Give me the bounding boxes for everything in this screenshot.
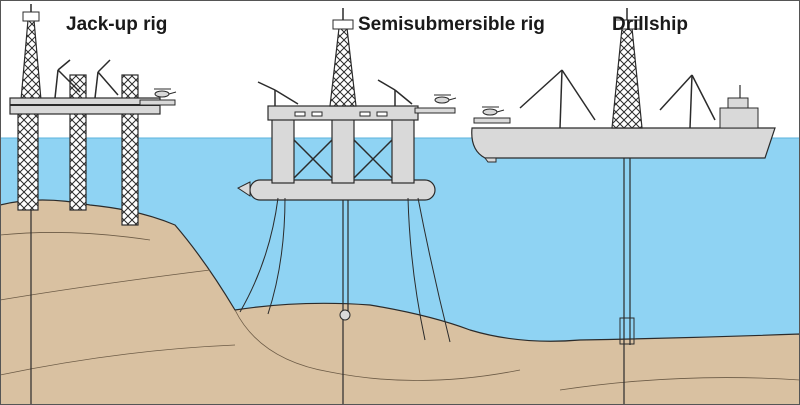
jackup-leg-left	[17, 109, 39, 211]
jackup-rig: Jack-up rig	[9, 4, 177, 405]
seabed	[0, 199, 800, 405]
semi-helideck	[414, 107, 456, 114]
helicopter-icon	[482, 106, 505, 116]
drillship-bridge	[719, 107, 759, 129]
jackup-leg-middle	[69, 74, 87, 211]
crane-icon	[519, 69, 716, 129]
semi-column-left	[271, 117, 295, 184]
derrick-icon	[329, 8, 357, 107]
helicopter-icon	[434, 94, 457, 104]
seabed-strata	[0, 232, 800, 391]
drillship-helideck	[473, 117, 511, 124]
jackup-label: Jack-up rig	[66, 14, 167, 35]
helicopter-icon	[154, 88, 177, 98]
crane-icon	[257, 79, 413, 106]
drillship-label: Drillship	[612, 14, 688, 35]
semi-deck	[267, 105, 419, 121]
drillship: Drillship	[471, 8, 776, 405]
semi-column-middle	[331, 117, 355, 184]
drillship-hull	[471, 127, 776, 159]
jackup-helideck	[139, 99, 176, 106]
crane-icon	[54, 59, 119, 99]
semi-label: Semisubmersible rig	[358, 14, 545, 35]
semi-mooring-lines	[239, 197, 451, 343]
derrick-icon	[611, 8, 643, 129]
semisubmersible-rig: Semisubmersible rig	[237, 8, 545, 405]
semi-bracing	[293, 139, 393, 179]
semi-column-right	[391, 117, 415, 184]
